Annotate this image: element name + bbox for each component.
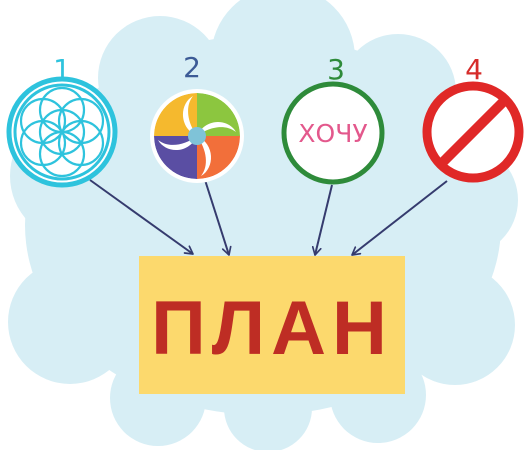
plan-box: ПЛАН — [139, 256, 405, 394]
plan-label: ПЛАН — [151, 286, 393, 371]
node-number-4: 4 — [465, 53, 483, 86]
node-number-3: 3 — [327, 53, 345, 86]
want-text: ХОЧУ — [298, 119, 367, 148]
arrows — [89, 179, 448, 256]
arrow-3 — [311, 184, 333, 256]
node-number-2: 2 — [183, 51, 201, 84]
swirl-icon — [150, 89, 244, 183]
flower-of-life-icon — [6, 76, 118, 188]
want-icon: ХОЧУ — [281, 81, 385, 185]
no-entry-icon — [422, 81, 524, 183]
arrow-2 — [204, 179, 232, 256]
arrow-4 — [351, 180, 448, 256]
arrow-1 — [89, 179, 194, 255]
